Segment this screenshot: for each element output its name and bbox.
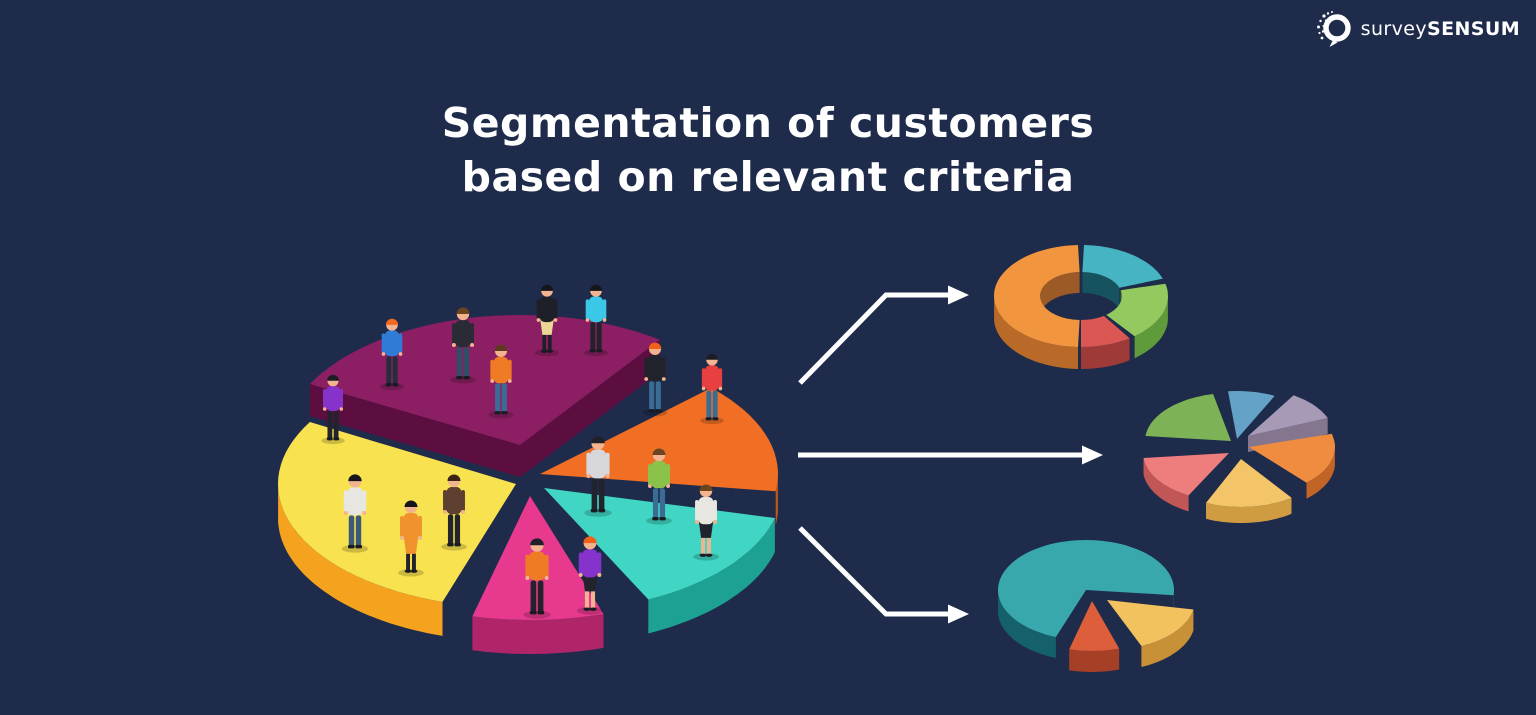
surveysensum-logo[interactable]: surveySENSUM (1316, 10, 1520, 48)
pie-slice (1206, 459, 1292, 507)
person (321, 374, 345, 445)
arrow-3 (798, 526, 969, 624)
person (584, 436, 612, 517)
pie-slice (994, 245, 1080, 347)
pie-slice (1106, 283, 1168, 337)
person (488, 344, 514, 419)
arrowhead (948, 604, 969, 624)
person (693, 484, 719, 561)
person (523, 538, 551, 619)
arrow-2 (798, 445, 1103, 465)
yellow-segment (278, 422, 516, 602)
pie-slice (1107, 600, 1194, 646)
person (534, 284, 560, 357)
arrowhead (948, 285, 969, 305)
page-title: Segmentation of customers based on relev… (0, 96, 1536, 204)
title-line-1: Segmentation of customers (441, 99, 1095, 147)
person (576, 536, 604, 615)
pie-slice (1249, 433, 1335, 483)
person (700, 353, 724, 425)
pie-slice (1145, 394, 1231, 441)
title-line-2: based on relevant criteria (461, 153, 1075, 202)
person (398, 500, 424, 577)
pie-slice (998, 540, 1174, 637)
donut-chart (994, 245, 1168, 369)
teal-segment (544, 488, 775, 600)
person (441, 474, 467, 551)
pie-chart (998, 540, 1194, 672)
pie-slice (1228, 391, 1275, 439)
pie-slice (1081, 315, 1130, 347)
person (646, 448, 672, 525)
pie-slice (1069, 601, 1120, 651)
person (379, 318, 405, 391)
arrowhead (1082, 445, 1103, 465)
logo-text: surveySENSUM (1361, 18, 1520, 40)
person (450, 307, 476, 384)
logo-word-sensum: SENSUM (1427, 18, 1520, 40)
person (341, 474, 369, 553)
person (583, 284, 609, 357)
pie-slice (1143, 453, 1229, 496)
person (642, 342, 668, 417)
exploded-pie-chart (1143, 391, 1335, 523)
pie-slice (1248, 395, 1328, 436)
arrow-1 (798, 285, 969, 385)
pie-slice (1082, 245, 1163, 288)
logo-word-survey: survey (1360, 18, 1428, 40)
magnifier-dots-icon (1316, 11, 1351, 47)
